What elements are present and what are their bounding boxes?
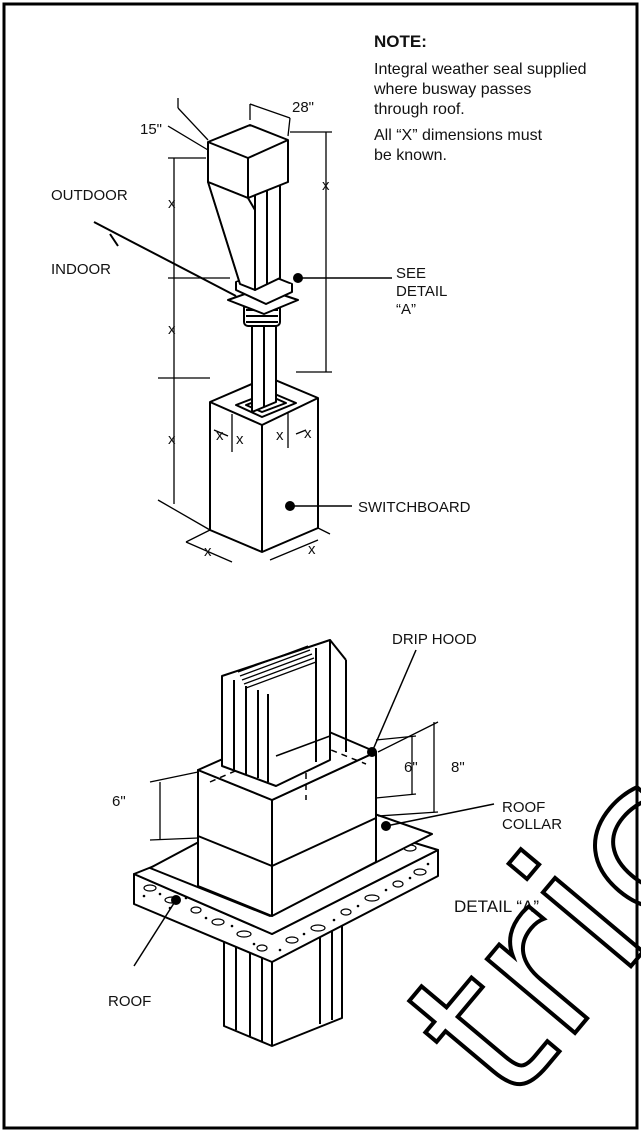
left-dimension-lines xyxy=(157,157,230,531)
see-detail-dot xyxy=(293,273,303,283)
watermark: tricalP xyxy=(360,483,641,1137)
roof-collar-label-2: COLLAR xyxy=(502,816,562,833)
note-line-3: through roof. xyxy=(374,101,465,118)
outdoor-label: OUTDOOR xyxy=(51,187,128,204)
note-line-2: where busway passes xyxy=(373,81,531,98)
bottom-dimension-lines xyxy=(185,527,331,563)
switchboard-label: SWITCHBOARD xyxy=(358,499,471,516)
see-detail-label-2: DETAIL xyxy=(396,283,447,300)
x-mark-5: x xyxy=(216,427,224,444)
top-diagram-labels: 28" 15" OUTDOOR INDOOR SEE DETAIL “A” SW… xyxy=(51,99,471,560)
note-title: NOTE: xyxy=(374,32,427,51)
busway-above-roof xyxy=(221,639,347,787)
x-mark-2: x xyxy=(168,321,176,338)
switchboard-dot xyxy=(285,501,295,511)
busway-riser-diagram xyxy=(93,98,392,563)
dim-6-left: 6" xyxy=(112,793,126,810)
x-mark-1: x xyxy=(168,195,176,212)
detail-labels: DRIP HOOD 6" 8" 6" ROOF COLLAR ROOF DETA… xyxy=(108,631,562,1010)
x-mark-7: x xyxy=(276,427,284,444)
note-line-5: be known. xyxy=(374,147,447,164)
top-dimension-lines xyxy=(167,98,291,151)
x-mark-3: x xyxy=(168,431,176,448)
x-mark-6: x xyxy=(236,431,244,448)
right-dimension-line xyxy=(290,131,332,373)
x-mark-10: x xyxy=(308,541,316,558)
dim-8: 8" xyxy=(451,759,465,776)
dim-6-right: 6" xyxy=(404,759,418,776)
dim-15: 15" xyxy=(140,121,162,138)
detail-a-diagram xyxy=(133,639,495,1047)
x-mark-4: x xyxy=(322,177,330,194)
see-detail-label-3: “A” xyxy=(396,301,416,318)
roof-collar-leader xyxy=(385,803,495,827)
note-line-4: All “X” dimensions must xyxy=(374,127,543,144)
indoor-label: INDOOR xyxy=(51,261,111,278)
x-mark-9: x xyxy=(204,543,212,560)
drip-hood-leader xyxy=(371,649,417,753)
x-mark-8: x xyxy=(304,425,312,442)
detail-a-title: DETAIL “A” xyxy=(454,897,539,916)
roof-label: ROOF xyxy=(108,993,151,1010)
see-detail-label-1: SEE xyxy=(396,265,426,282)
roof-leader xyxy=(133,899,177,967)
note-block: NOTE: Integral weather seal supplied whe… xyxy=(373,32,587,164)
dim-28: 28" xyxy=(292,99,314,116)
detail-dimension-lines xyxy=(149,721,439,841)
roof-collar-label-1: ROOF xyxy=(502,799,545,816)
drip-hood-label: DRIP HOOD xyxy=(392,631,477,648)
note-line-1: Integral weather seal supplied xyxy=(374,61,587,78)
